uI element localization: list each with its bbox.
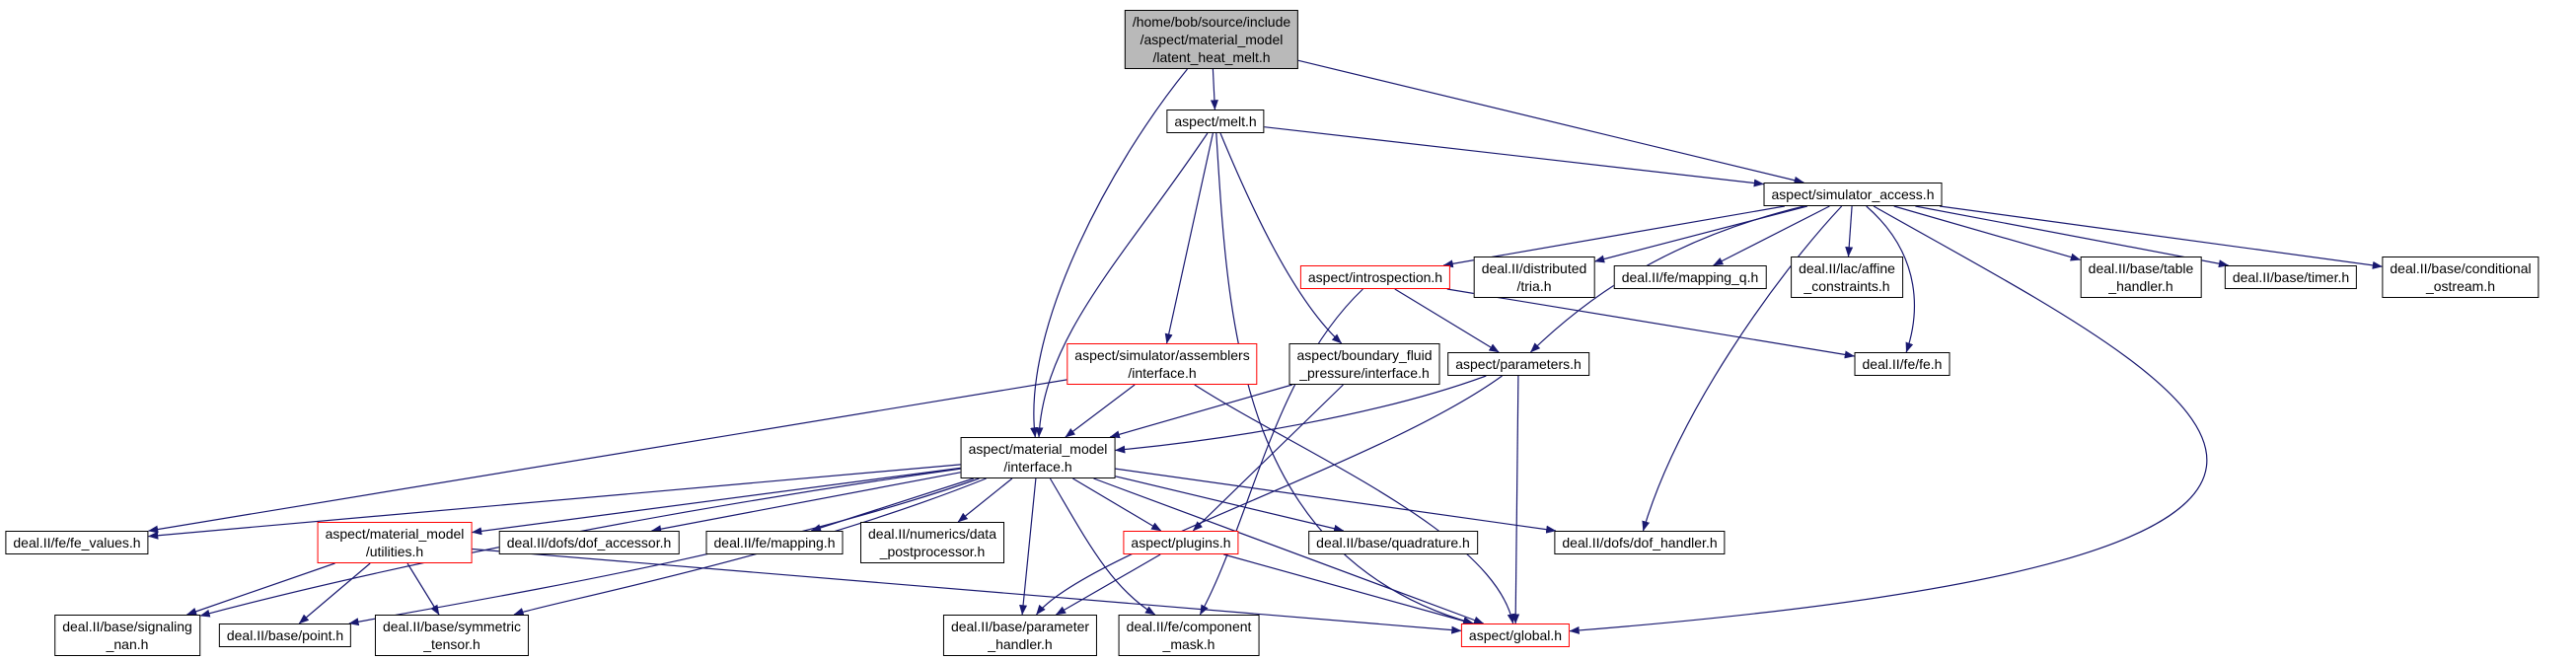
node-table_handler: deal.II/base/table _handler.h (2080, 257, 2202, 298)
edge-plugins--parameter_handler (1055, 553, 1161, 616)
edge-material_model_interface--material_model_utilities (471, 467, 961, 536)
edge-simulator_access--affine_constraints (1845, 205, 1854, 257)
edge-simulator_access--mapping_q (1713, 205, 1830, 266)
node-component_mask: deal.II/fe/component _mask.h (1118, 615, 1260, 656)
node-material_model_utilities[interactable]: aspect/material_model /utilities.h (317, 522, 473, 563)
edge-simulator_access--dof_handler (1642, 205, 1843, 532)
node-mapping_q: deal.II/fe/mapping_q.h (1613, 265, 1767, 289)
edge-assemblers_interface--material_model_interface (1065, 384, 1136, 438)
node-boundary_fluid_pressure[interactable]: aspect/boundary_fluid _pressure/interfac… (1288, 343, 1440, 385)
edge-material_model_utilities--symmetric_tensor (406, 562, 440, 616)
node-timer: deal.II/base/timer.h (2224, 265, 2358, 289)
node-dof_accessor: deal.II/dofs/dof_accessor.h (498, 531, 680, 554)
edge-material_model_interface--fe_values (147, 464, 961, 540)
node-signaling_nan: deal.II/base/signaling _nan.h (54, 615, 200, 656)
edge-plugins--global (1223, 553, 1474, 625)
edge-material_model_interface--point (348, 477, 980, 626)
edge-boundary_fluid_pressure--material_model_interface (1109, 384, 1292, 439)
node-distributed_tria: deal.II/distributed /tria.h (1473, 257, 1595, 298)
edge-simulator_access--timer (1915, 205, 2230, 268)
node-dof_handler: deal.II/dofs/dof_handler.h (1554, 531, 1726, 554)
edge-material_model_utilities--signaling_nan (185, 562, 335, 616)
edge-introspection--component_mask (1199, 288, 1363, 616)
node-latent_heat_melt: /home/bob/source/include /aspect/materia… (1124, 10, 1299, 69)
edge-material_model_utilities--point (298, 562, 371, 624)
node-melt[interactable]: aspect/melt.h (1166, 110, 1265, 133)
edge-parameters--parameter_handler (1036, 375, 1503, 616)
edge-assemblers_interface--fe_values (147, 379, 1067, 534)
edge-melt--material_model_interface (1035, 132, 1209, 438)
node-global[interactable]: aspect/global.h (1460, 623, 1571, 647)
edge-latent_heat_melt--simulator_access (1297, 59, 1804, 184)
edge-material_model_interface--symmetric_tensor (513, 477, 987, 616)
edge-parameters--global (1511, 375, 1520, 624)
edge-simulator_access--fe (1866, 205, 1916, 353)
edge-melt--boundary_fluid_pressure (1219, 132, 1343, 344)
node-fe_values: deal.II/fe/fe_values.h (5, 531, 149, 554)
node-introspection[interactable]: aspect/introspection.h (1299, 265, 1451, 289)
node-parameter_handler: deal.II/base/parameter _handler.h (942, 615, 1098, 656)
edge-introspection--parameters (1394, 288, 1500, 353)
edge-assemblers_interface--global (1194, 384, 1515, 624)
edge-parameters--material_model_interface (1114, 375, 1487, 454)
edge-latent_heat_melt--material_model_interface (1030, 68, 1188, 438)
edge-material_model_interface--dof_handler (1115, 468, 1557, 534)
node-data_postprocessor: deal.II/numerics/data _postprocessor.h (860, 522, 1004, 563)
edge-melt--assemblers_interface (1164, 132, 1214, 344)
edge-material_model_interface--plugins (1072, 477, 1162, 532)
edge-material_model_interface--dof_accessor (650, 472, 961, 534)
edge-material_model_utilities--global (472, 548, 1462, 634)
node-assemblers_interface[interactable]: aspect/simulator/assemblers /interface.h (1067, 343, 1258, 385)
node-affine_constraints: deal.II/lac/affine _constraints.h (1791, 257, 1903, 298)
edge-introspection--fe (1446, 288, 1856, 359)
edge-material_model_interface--data_postprocessor (957, 477, 1013, 523)
node-parameters[interactable]: aspect/parameters.h (1447, 352, 1589, 376)
edge-melt--simulator_access (1264, 126, 1765, 187)
node-quadrature: deal.II/base/quadrature.h (1308, 531, 1478, 554)
edge-melt--global (1215, 132, 1474, 625)
edge-material_model_interface--quadrature (1115, 476, 1345, 533)
edge-material_model_interface--global (1093, 477, 1485, 624)
edge-simulator_access--introspection (1442, 205, 1786, 268)
node-simulator_access[interactable]: aspect/simulator_access.h (1763, 183, 1943, 206)
node-material_model_interface[interactable]: aspect/material_model /interface.h (960, 437, 1116, 478)
edge-simulator_access--table_handler (1893, 205, 2082, 261)
edge-boundary_fluid_pressure--plugins (1192, 384, 1344, 532)
edge-material_model_interface--parameter_handler (1019, 477, 1037, 616)
node-fe_mapping: deal.II/fe/mapping.h (705, 531, 844, 554)
node-fe: deal.II/fe/fe.h (1854, 352, 1950, 376)
edge-simulator_access--global (1569, 205, 2208, 634)
edge-simulator_access--distributed_tria (1593, 205, 1808, 263)
node-conditional_ostream: deal.II/base/conditional _ostream.h (2382, 257, 2539, 298)
node-plugins[interactable]: aspect/plugins.h (1123, 531, 1239, 554)
edge-simulator_access--conditional_ostream (1939, 205, 2384, 269)
node-point: deal.II/base/point.h (218, 623, 352, 647)
edge-latent_heat_melt--melt (1210, 68, 1218, 110)
node-symmetric_tensor: deal.II/base/symmetric _tensor.h (374, 615, 530, 656)
